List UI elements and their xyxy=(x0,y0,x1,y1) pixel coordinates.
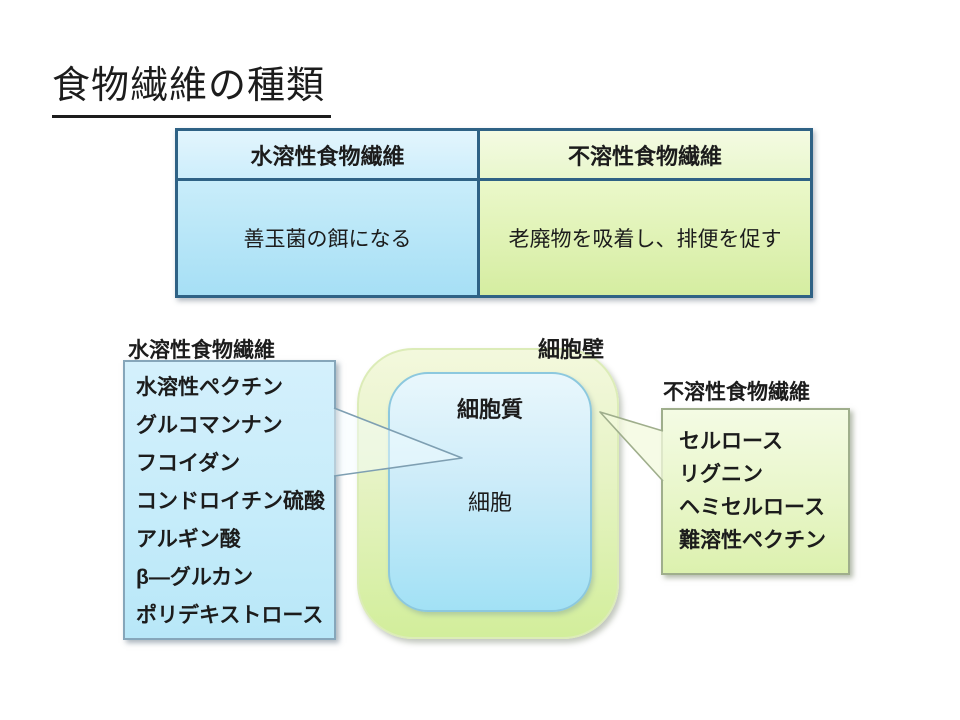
soluble-item: グルコマンナン xyxy=(136,414,283,437)
soluble-item: アルギン酸 xyxy=(136,528,241,551)
fiber-comparison-table: 水溶性食物繊維 不溶性食物繊維 善玉菌の餌になる 老廃物を吸着し、排便を促す xyxy=(175,128,813,298)
insoluble-item: セルロース xyxy=(679,430,783,453)
soluble-item: コンドロイチン硫酸 xyxy=(136,490,325,513)
soluble-callout-box: 水溶性ペクチン グルコマンナン フコイダン コンドロイチン硫酸 アルギン酸 β―… xyxy=(123,360,336,640)
soluble-item: フコイダン xyxy=(136,452,241,475)
soluble-group-label: 水溶性食物繊維 xyxy=(128,339,275,362)
cell-wall-label: 細胞壁 xyxy=(538,337,605,362)
soluble-item: ポリデキストロース xyxy=(136,604,324,627)
insoluble-callout-box: セルロース リグニン ヘミセルロース 難溶性ペクチン xyxy=(661,408,850,575)
table-header-insoluble: 不溶性食物繊維 xyxy=(480,131,810,181)
insoluble-group-label: 不溶性食物繊維 xyxy=(663,381,810,404)
cell-body-label: 細胞 xyxy=(467,490,512,515)
insoluble-item: リグニン xyxy=(679,463,763,486)
slide-title: 食物繊維の種類 xyxy=(52,54,332,118)
soluble-item: 水溶性ペクチン xyxy=(136,376,283,399)
table-cell-soluble-function: 善玉菌の餌になる xyxy=(178,181,480,295)
table-cell-insoluble-function: 老廃物を吸着し、排便を促す xyxy=(480,181,810,295)
cytoplasm-label: 細胞質 xyxy=(456,397,523,422)
insoluble-item: 難溶性ペクチン xyxy=(679,529,826,552)
table-header-soluble: 水溶性食物繊維 xyxy=(178,131,480,181)
soluble-item: β―グルカン xyxy=(136,566,254,589)
insoluble-item: ヘミセルロース xyxy=(679,496,825,519)
